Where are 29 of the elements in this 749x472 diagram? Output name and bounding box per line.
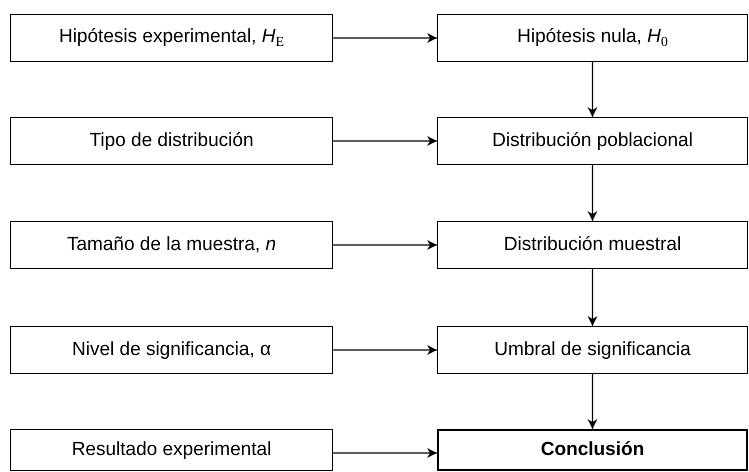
arrow [333, 345, 437, 355]
process-box [437, 221, 748, 269]
process-box [437, 326, 748, 374]
process-box [10, 326, 333, 374]
arrow [333, 448, 437, 458]
box-label: Hipótesis experimental, H$_{E}$ [58, 26, 284, 50]
box-label: Distribución poblacional [492, 130, 693, 152]
arrow [588, 374, 598, 429]
box-label: Tamaño de la muestra, n [66, 234, 276, 256]
arrow [333, 240, 437, 250]
arrow [588, 165, 598, 221]
process-box [437, 429, 748, 471]
arrow [588, 269, 598, 326]
box-label: Hipótesis nula, H$_{0}$ [517, 26, 668, 50]
process-box [10, 429, 333, 471]
process-box [437, 117, 748, 165]
arrow [588, 62, 598, 117]
process-box [10, 14, 333, 62]
process-box [437, 14, 748, 62]
box-label: Tipo de distribución [89, 130, 254, 152]
box-label: Resultado experimental [72, 439, 272, 461]
process-box [10, 221, 333, 269]
box-label: Umbral de significancia [494, 339, 691, 361]
box-label: Nivel de significancia, α [72, 339, 271, 361]
arrow [333, 33, 437, 43]
process-box [10, 117, 333, 165]
box-label: Distribución muestral [504, 234, 682, 256]
arrow [333, 136, 437, 146]
box-label: Conclusión [540, 439, 644, 461]
